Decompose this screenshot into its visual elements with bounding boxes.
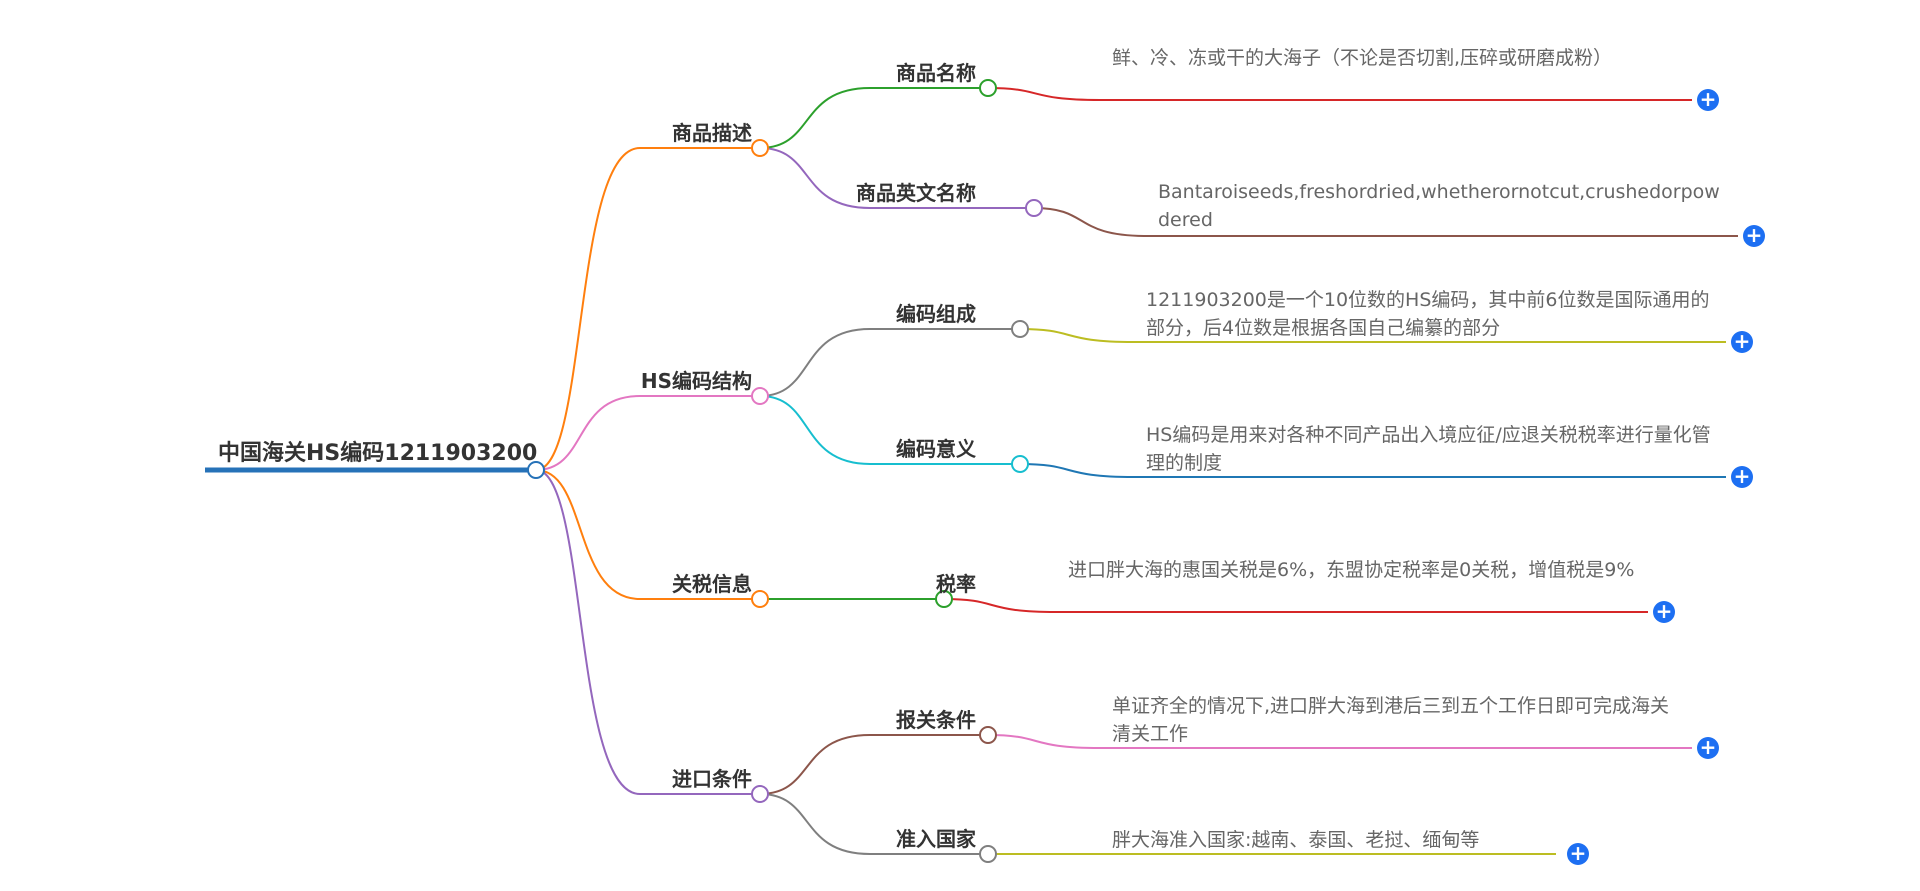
root-node-handle[interactable] bbox=[527, 461, 545, 479]
connector-branch-3-to-1 bbox=[759, 793, 871, 855]
connector-root-to-3 bbox=[535, 469, 641, 795]
expand-plus-icon[interactable]: + bbox=[1697, 89, 1719, 111]
expand-plus-icon[interactable]: + bbox=[1731, 331, 1753, 353]
branch-node-label: 进口条件 bbox=[672, 767, 752, 791]
sub-node-label: 编码意义 bbox=[896, 437, 976, 461]
branch-node-label: 商品描述 bbox=[672, 121, 752, 145]
expand-plus-icon[interactable]: + bbox=[1743, 225, 1765, 247]
sub-node-label: 编码组成 bbox=[896, 302, 976, 326]
branch-node-label: 关税信息 bbox=[672, 572, 752, 596]
leaf-text: 1211903200是一个10位数的HS编码，其中前6位数是国际通用的部分，后4… bbox=[1146, 289, 1710, 339]
connector-root-to-0 bbox=[535, 147, 641, 471]
connector-branch-1-to-0 bbox=[759, 328, 871, 397]
leaf-text: Bantaroiseeds,freshordried,whetherornotc… bbox=[1158, 181, 1720, 231]
sub-node-label: 报关条件 bbox=[896, 708, 976, 732]
sub-node-handle[interactable] bbox=[979, 726, 997, 744]
expand-plus-icon[interactable]: + bbox=[1731, 466, 1753, 488]
sub-node-handle[interactable] bbox=[1025, 199, 1043, 217]
sub-node-handle[interactable] bbox=[935, 590, 953, 608]
sub-node-handle[interactable] bbox=[1011, 455, 1029, 473]
connector-branch-3-to-0 bbox=[759, 734, 871, 795]
connector-leaf-1-0 bbox=[1019, 328, 1135, 343]
connector-root-to-2 bbox=[535, 469, 641, 600]
connector-root-to-1 bbox=[535, 395, 641, 471]
expand-plus-icon[interactable]: + bbox=[1697, 737, 1719, 759]
connector-leaf-0-0 bbox=[987, 87, 1101, 101]
leaf-text: HS编码是用来对各种不同产品出入境应征/应退关税税率进行量化管理的制度 bbox=[1146, 424, 1711, 474]
sub-node-handle[interactable] bbox=[979, 845, 997, 863]
connector-leaf-0-1 bbox=[1033, 207, 1147, 237]
leaf-text: 单证齐全的情况下,进口胖大海到港后三到五个工作日即可完成海关清关工作 bbox=[1112, 695, 1670, 745]
sub-node-label: 税率 bbox=[936, 572, 976, 596]
expand-plus-icon[interactable]: + bbox=[1653, 601, 1675, 623]
sub-node-handle[interactable] bbox=[979, 79, 997, 97]
connector-branch-0-to-1 bbox=[759, 147, 871, 209]
branch-node-handle[interactable] bbox=[751, 387, 769, 405]
sub-node-label: 商品名称 bbox=[896, 61, 976, 85]
connector-branch-1-to-1 bbox=[759, 395, 871, 465]
sub-node-handle[interactable] bbox=[1011, 320, 1029, 338]
connector-leaf-1-1 bbox=[1019, 463, 1135, 478]
connector-branch-0-to-0 bbox=[759, 87, 871, 149]
branch-node-handle[interactable] bbox=[751, 139, 769, 157]
leaf-text: 胖大海准入国家:越南、泰国、老挝、缅甸等 bbox=[1112, 829, 1480, 851]
root-node-label: 中国海关HS编码1211903200 bbox=[218, 441, 538, 466]
expand-plus-icon[interactable]: + bbox=[1567, 843, 1589, 865]
sub-node-label: 商品英文名称 bbox=[856, 181, 976, 205]
connector-leaf-2-0 bbox=[943, 598, 1057, 613]
connector-leaf-3-0 bbox=[987, 734, 1101, 749]
branch-node-handle[interactable] bbox=[751, 785, 769, 803]
branch-node-label: HS编码结构 bbox=[640, 369, 752, 393]
leaf-text: 进口胖大海的惠国关税是6%，东盟协定税率是0关税，增值税是9% bbox=[1068, 559, 1635, 581]
branch-node-handle[interactable] bbox=[751, 590, 769, 608]
sub-node-label: 准入国家 bbox=[896, 827, 976, 851]
leaf-text: 鲜、冷、冻或干的大海子（不论是否切割,压碎或研磨成粉） bbox=[1112, 47, 1613, 69]
